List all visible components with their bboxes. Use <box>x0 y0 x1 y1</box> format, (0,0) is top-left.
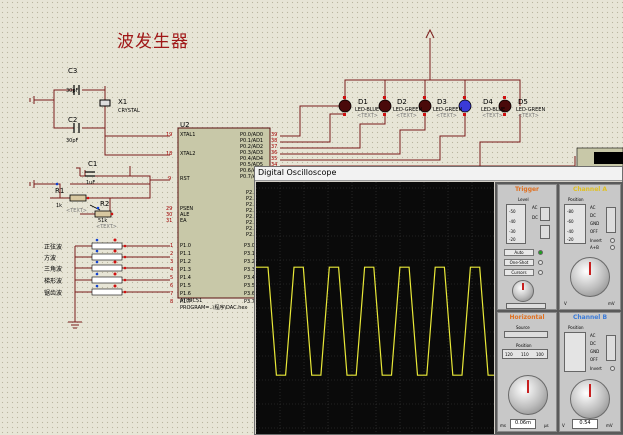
channel-b-volts-knob[interactable] <box>570 379 610 419</box>
channel-a-header: Channel A <box>572 186 608 193</box>
u2-program: PROGRAM=..\程序\DAC.hex <box>180 305 248 311</box>
d4-ref: D4 <box>483 98 493 106</box>
channel-a-position-scale: -80 -60 -40 -20 <box>564 204 586 244</box>
d3-type: LED-GREEN <box>433 107 463 113</box>
u2-part: AT89C51 <box>180 298 203 304</box>
channel-b-header: Channel B <box>572 314 608 321</box>
channel-b-section: Channel B Position AC DC GND OFF Invert … <box>559 312 621 432</box>
r2-text: <TEXT> <box>96 224 117 230</box>
r1-ref: R1 <box>55 187 65 195</box>
d1-text: <TEXT> <box>357 113 378 119</box>
trigger-header: Trigger <box>514 186 540 193</box>
horizontal-source-slider[interactable] <box>504 331 548 338</box>
time-base-readout: 0.06m <box>510 419 536 429</box>
channel-a-trace <box>256 266 494 376</box>
c3-value: 30pF <box>66 88 79 94</box>
trigger-section: Trigger Level -50 -40 -30 -20 AC DC Auto… <box>497 184 557 310</box>
trigger-source-slider[interactable] <box>506 303 546 309</box>
a-plus-b-toggle[interactable] <box>610 245 615 250</box>
d2-type: LED-GREEN <box>393 107 423 113</box>
one-shot-indicator <box>538 260 543 265</box>
switch-label-square: 方波 <box>44 255 57 262</box>
d3-text: <TEXT> <box>436 113 457 119</box>
switch-label-trapezoid: 梯形波 <box>44 278 63 285</box>
oscilloscope-title: Digital Oscilloscope <box>258 168 337 177</box>
invert-b-toggle[interactable] <box>610 366 615 371</box>
cursors-indicator <box>538 270 543 275</box>
trigger-edge-switch[interactable] <box>540 225 550 239</box>
c2-value: 30pF <box>66 138 79 144</box>
d1-ref: D1 <box>358 98 368 106</box>
trigger-source-knob[interactable] <box>512 280 534 302</box>
r2-ref: R2 <box>100 200 110 208</box>
c3-ref: C3 <box>68 67 78 75</box>
d5-type: LED-GREEN <box>516 107 546 113</box>
d3-ref: D3 <box>437 98 447 106</box>
horizontal-header: Horizontal <box>509 314 545 321</box>
scope-display <box>256 182 494 434</box>
d2-ref: D2 <box>397 98 407 106</box>
one-shot-button[interactable]: One-Shot <box>504 259 534 266</box>
channel-a-section: Channel A Position -80 -60 -40 -20 AC DC… <box>559 184 621 310</box>
trigger-coupling-switch[interactable] <box>540 207 550 221</box>
c1-value: 1uF <box>86 180 96 186</box>
crystal-body <box>99 99 111 107</box>
r1-text: <TEXT> <box>66 208 87 214</box>
u2-ref: U2 <box>180 121 190 129</box>
horizontal-position-scale: 120 110 100 <box>502 349 548 359</box>
time-base-knob[interactable] <box>508 375 548 415</box>
control-panel: Trigger Level -50 -40 -30 -20 AC DC Auto… <box>495 182 623 434</box>
x1-ref: X1 <box>118 98 128 106</box>
d1-type: LED-BLUE <box>355 107 380 113</box>
d4-type: LED-BLUE <box>481 107 506 113</box>
auto-button[interactable]: Auto <box>504 249 534 256</box>
cursors-button[interactable]: Cursors <box>504 269 534 276</box>
d2-text: <TEXT> <box>396 113 417 119</box>
schematic-title: 波发生器 <box>117 32 189 52</box>
c2-ref: C2 <box>68 116 78 124</box>
d5-ref: D5 <box>518 98 528 106</box>
channel-b-position-scale <box>564 332 586 372</box>
r1-value: 1k <box>56 203 63 209</box>
switch-label-sine: 正弦波 <box>44 244 63 251</box>
horizontal-section: Horizontal Source Position 120 110 100 m… <box>497 312 557 432</box>
r2-value: 51k <box>98 218 108 224</box>
d4-text: <TEXT> <box>482 113 503 119</box>
x1-type: CRYSTAL <box>118 108 140 114</box>
c1-ref: C1 <box>88 160 98 168</box>
channel-b-coupling-switch[interactable] <box>606 335 616 361</box>
auto-indicator <box>538 250 543 255</box>
oscilloscope-window[interactable]: Digital Oscilloscope Trigger Level -50 -… <box>254 166 623 435</box>
channel-b-readout: 0.54 <box>572 419 598 429</box>
channel-a-volts-knob[interactable] <box>570 257 610 297</box>
oscilloscope-titlebar[interactable]: Digital Oscilloscope <box>255 167 622 181</box>
switch-label-sawtooth: 锯齿波 <box>44 290 63 297</box>
trigger-level-scale: -50 -40 -30 -20 <box>506 204 526 244</box>
switch-label-triangle: 三角波 <box>44 266 63 273</box>
invert-a-toggle[interactable] <box>610 238 615 243</box>
d5-text: <TEXT> <box>518 113 539 119</box>
channel-a-coupling-switch[interactable] <box>606 207 616 233</box>
